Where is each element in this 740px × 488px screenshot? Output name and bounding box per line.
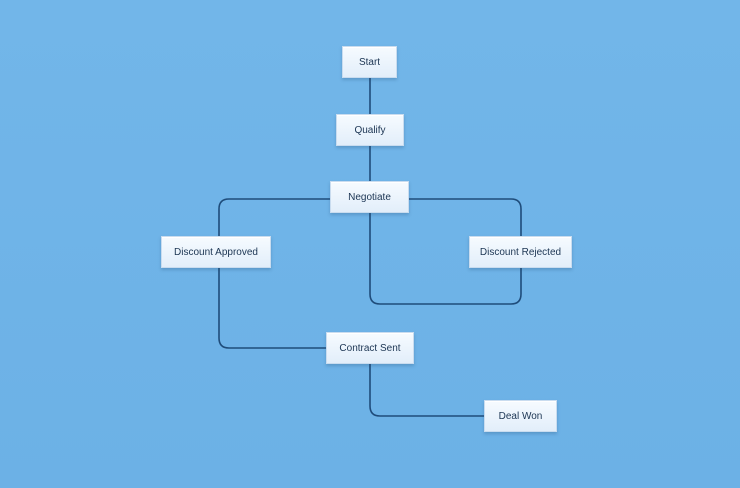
node-deal-won-label: Deal Won bbox=[498, 410, 543, 422]
edge-negotiate-to-discount-rejected bbox=[408, 198, 522, 237]
edge-negotiate-to-discount-approved bbox=[218, 198, 331, 237]
node-deal-won[interactable]: Deal Won bbox=[484, 400, 557, 432]
edge-discount-approved-to-contract-sent bbox=[218, 267, 327, 349]
node-negotiate[interactable]: Negotiate bbox=[330, 181, 409, 213]
node-negotiate-label: Negotiate bbox=[348, 191, 391, 203]
node-qualify-label: Qualify bbox=[354, 124, 386, 136]
edge-discount-rejected-to-negotiate bbox=[369, 212, 522, 305]
node-qualify[interactable]: Qualify bbox=[336, 114, 404, 146]
node-start[interactable]: Start bbox=[342, 46, 397, 78]
node-discount-rejected-label: Discount Rejected bbox=[479, 246, 562, 258]
node-contract-sent[interactable]: Contract Sent bbox=[326, 332, 414, 364]
node-start-label: Start bbox=[358, 56, 381, 68]
node-discount-approved[interactable]: Discount Approved bbox=[161, 236, 271, 268]
node-discount-approved-label: Discount Approved bbox=[174, 246, 258, 258]
node-contract-sent-label: Contract Sent bbox=[339, 342, 401, 354]
node-discount-rejected[interactable]: Discount Rejected bbox=[469, 236, 572, 268]
edge-contract-sent-to-deal-won bbox=[369, 363, 485, 417]
